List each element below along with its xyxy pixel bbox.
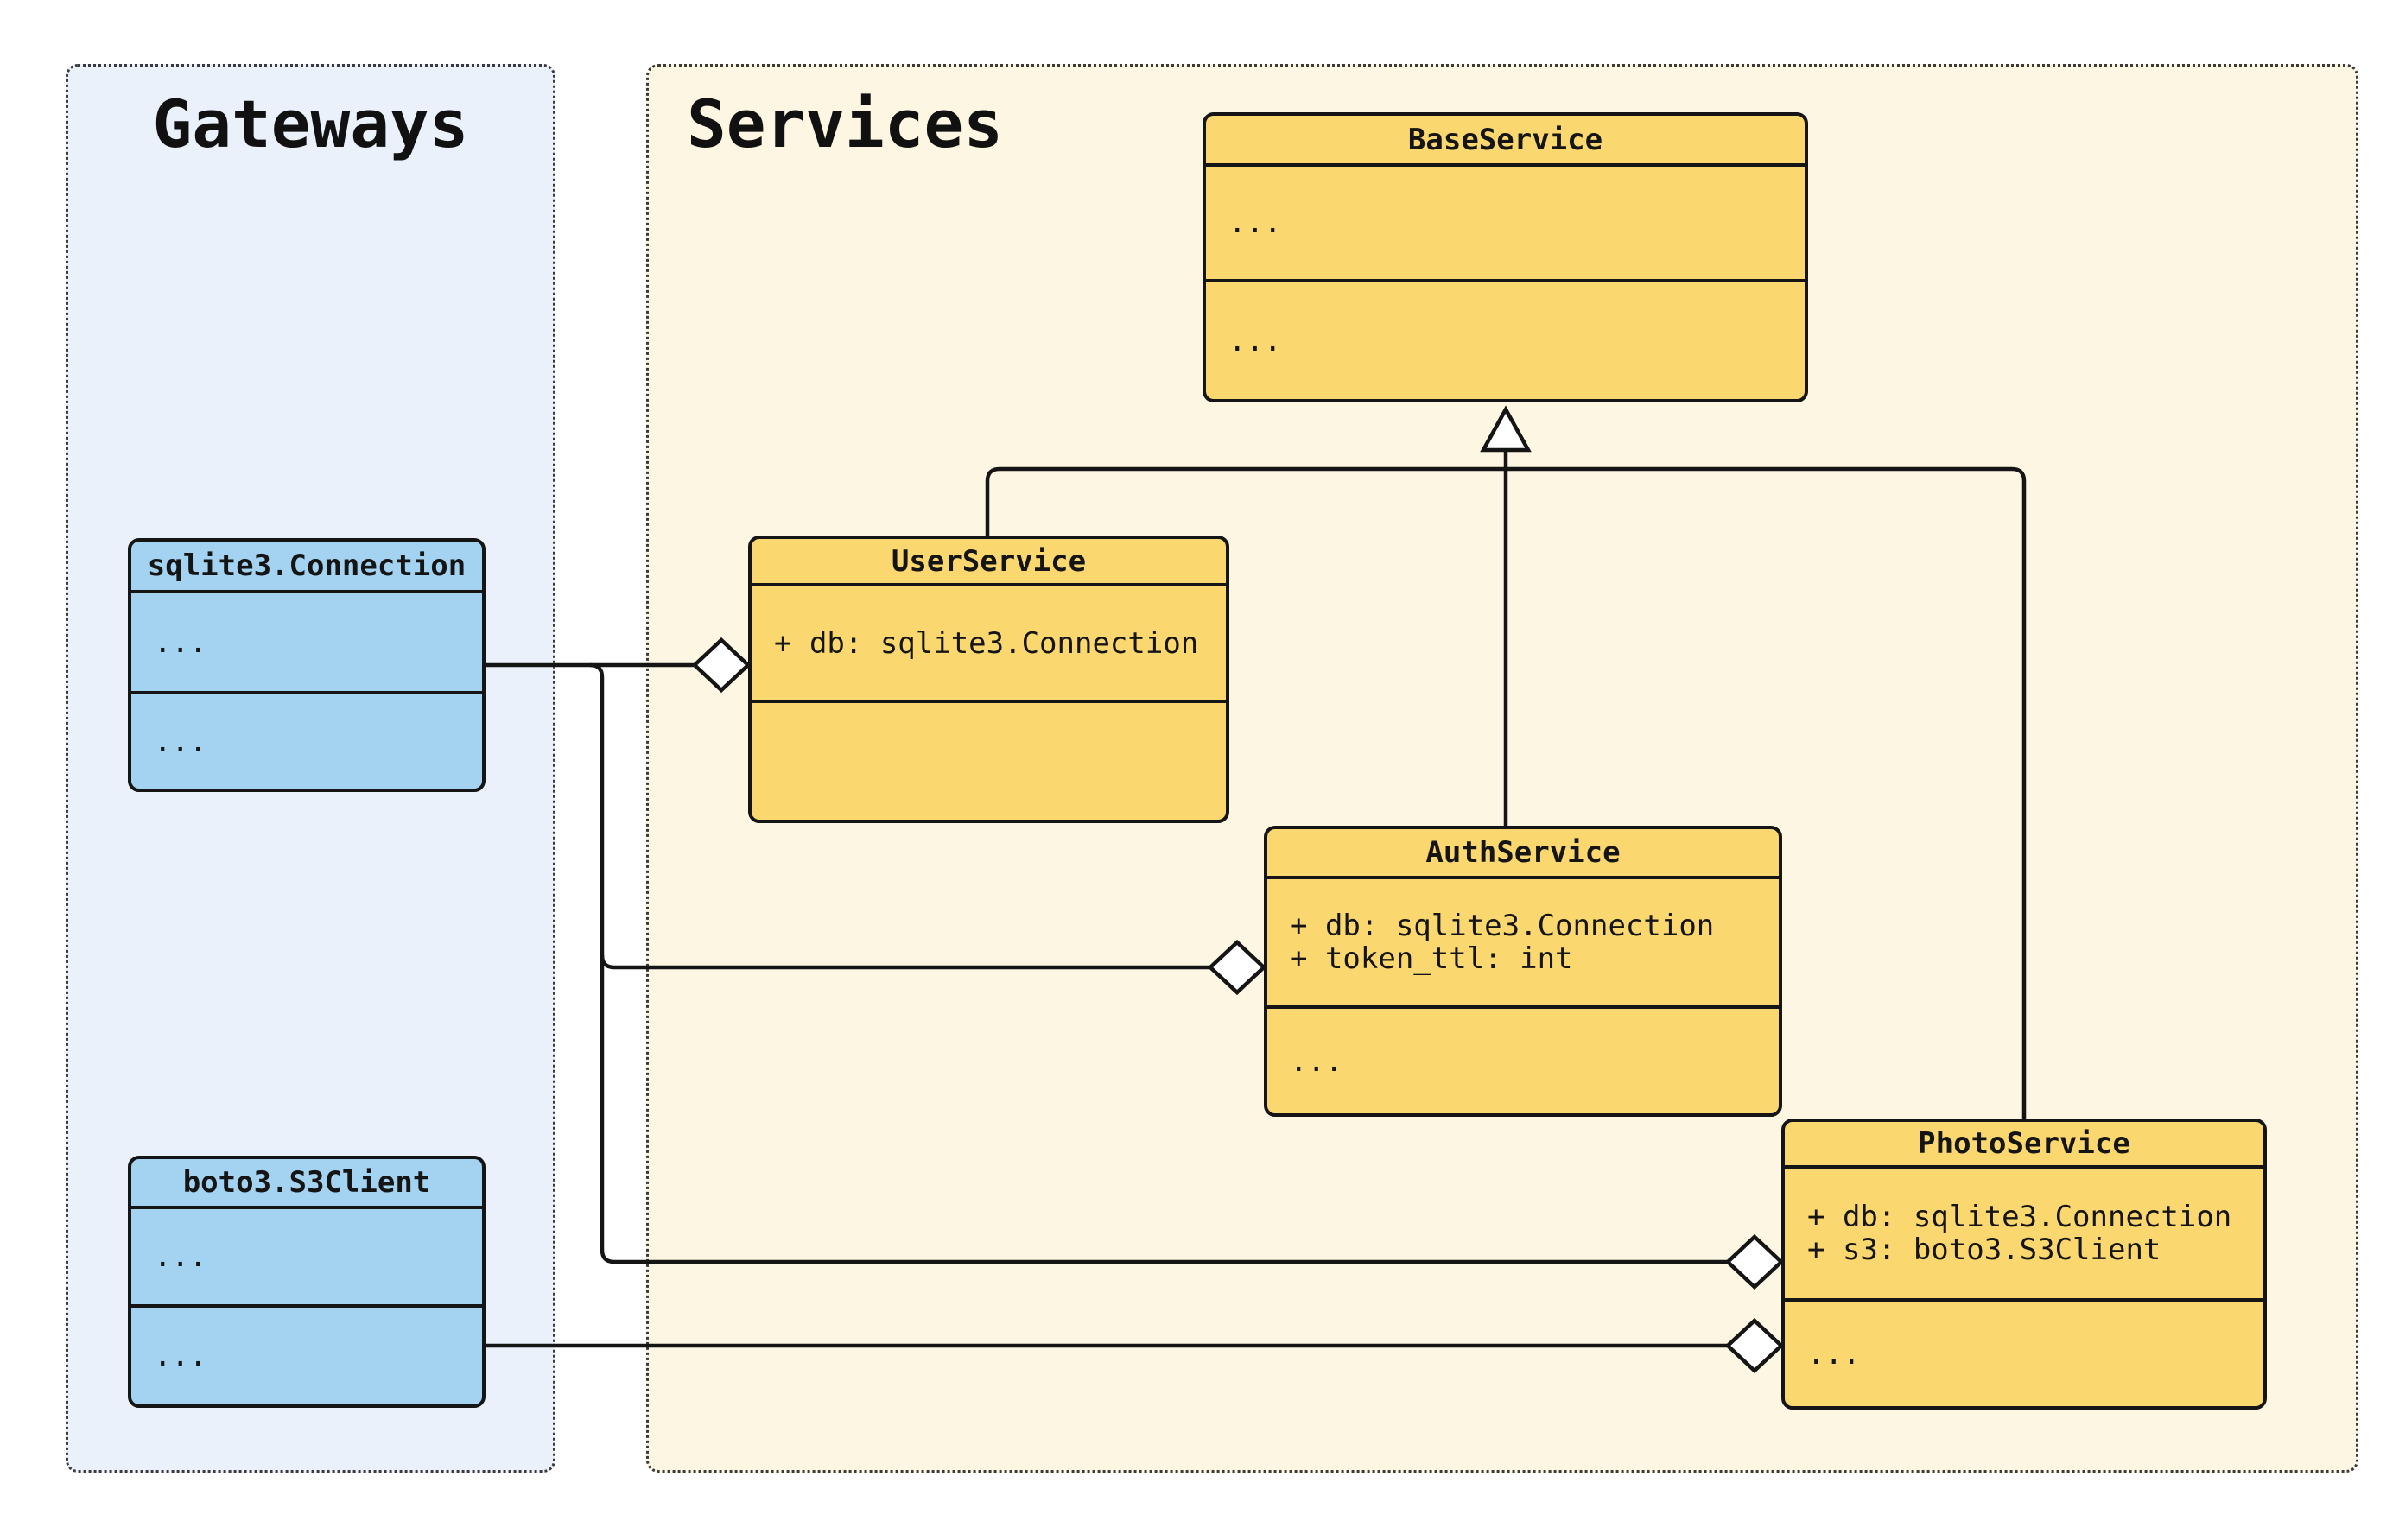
class-attributes: + db: sqlite3.Connection + token_ttl: in… xyxy=(1267,879,1779,1009)
attribute-line: + db: sqlite3.Connection xyxy=(1807,1200,2232,1234)
method-line: ... xyxy=(154,1339,207,1373)
class-methods: ... xyxy=(1267,1009,1779,1113)
class-box-boto3-s3client: boto3.S3Client ... ... xyxy=(128,1156,486,1408)
class-methods: ... xyxy=(131,694,482,789)
class-title: UserService xyxy=(752,539,1226,586)
services-group-title: Services xyxy=(687,86,1004,162)
method-line: ... xyxy=(1807,1336,1861,1372)
class-methods xyxy=(752,703,1226,820)
method-line: ... xyxy=(1290,1043,1343,1079)
attribute-line: + token_ttl: int xyxy=(1290,941,1573,976)
class-methods: ... xyxy=(131,1308,482,1404)
class-box-authservice: AuthService + db: sqlite3.Connection + t… xyxy=(1264,826,1782,1117)
class-box-sqlite3-connection: sqlite3.Connection ... ... xyxy=(128,538,486,792)
aggregation-diamond-icon-photoservice-s3 xyxy=(1724,1317,1785,1374)
class-methods: ... xyxy=(1206,282,1805,399)
class-attributes: ... xyxy=(131,1209,482,1308)
class-attributes: + db: sqlite3.Connection + s3: boto3.S3C… xyxy=(1785,1169,2263,1302)
class-title: sqlite3.Connection xyxy=(131,542,482,593)
aggregation-edge-sqlite3-photoservice xyxy=(589,662,1728,1264)
attribute-line: ... xyxy=(154,624,207,660)
class-title: BaseService xyxy=(1206,116,1805,167)
aggregation-diamond-icon-authservice xyxy=(1207,939,1267,996)
attribute-line: + db: sqlite3.Connection xyxy=(774,625,1199,661)
gateways-group-title: Gateways xyxy=(152,86,469,162)
method-line: ... xyxy=(154,724,207,759)
attribute-line: + s3: boto3.S3Client xyxy=(1807,1233,2161,1267)
attribute-line: ... xyxy=(1228,206,1282,240)
attribute-line: ... xyxy=(154,1239,207,1274)
class-methods: ... xyxy=(1785,1302,2263,1406)
aggregation-diamond-icon-photoservice-db xyxy=(1724,1233,1785,1290)
class-title: boto3.S3Client xyxy=(131,1159,482,1209)
class-title: AuthService xyxy=(1267,829,1779,879)
class-box-photoservice: PhotoService + db: sqlite3.Connection + … xyxy=(1781,1119,2267,1410)
class-attributes: ... xyxy=(131,593,482,694)
class-title: PhotoService xyxy=(1785,1122,2263,1169)
class-box-userservice: UserService + db: sqlite3.Connection xyxy=(748,536,1229,823)
method-line: ... xyxy=(1228,323,1282,358)
class-attributes: ... xyxy=(1206,167,1805,282)
aggregation-edge-sqlite3-authservice xyxy=(600,954,1210,970)
inheritance-triangle-icon xyxy=(1480,405,1532,453)
aggregation-diamond-icon-userservice xyxy=(691,637,752,694)
class-attributes: + db: sqlite3.Connection xyxy=(752,586,1226,703)
class-box-baseservice: BaseService ... ... xyxy=(1203,112,1808,402)
attribute-line: + db: sqlite3.Connection xyxy=(1290,909,1715,943)
